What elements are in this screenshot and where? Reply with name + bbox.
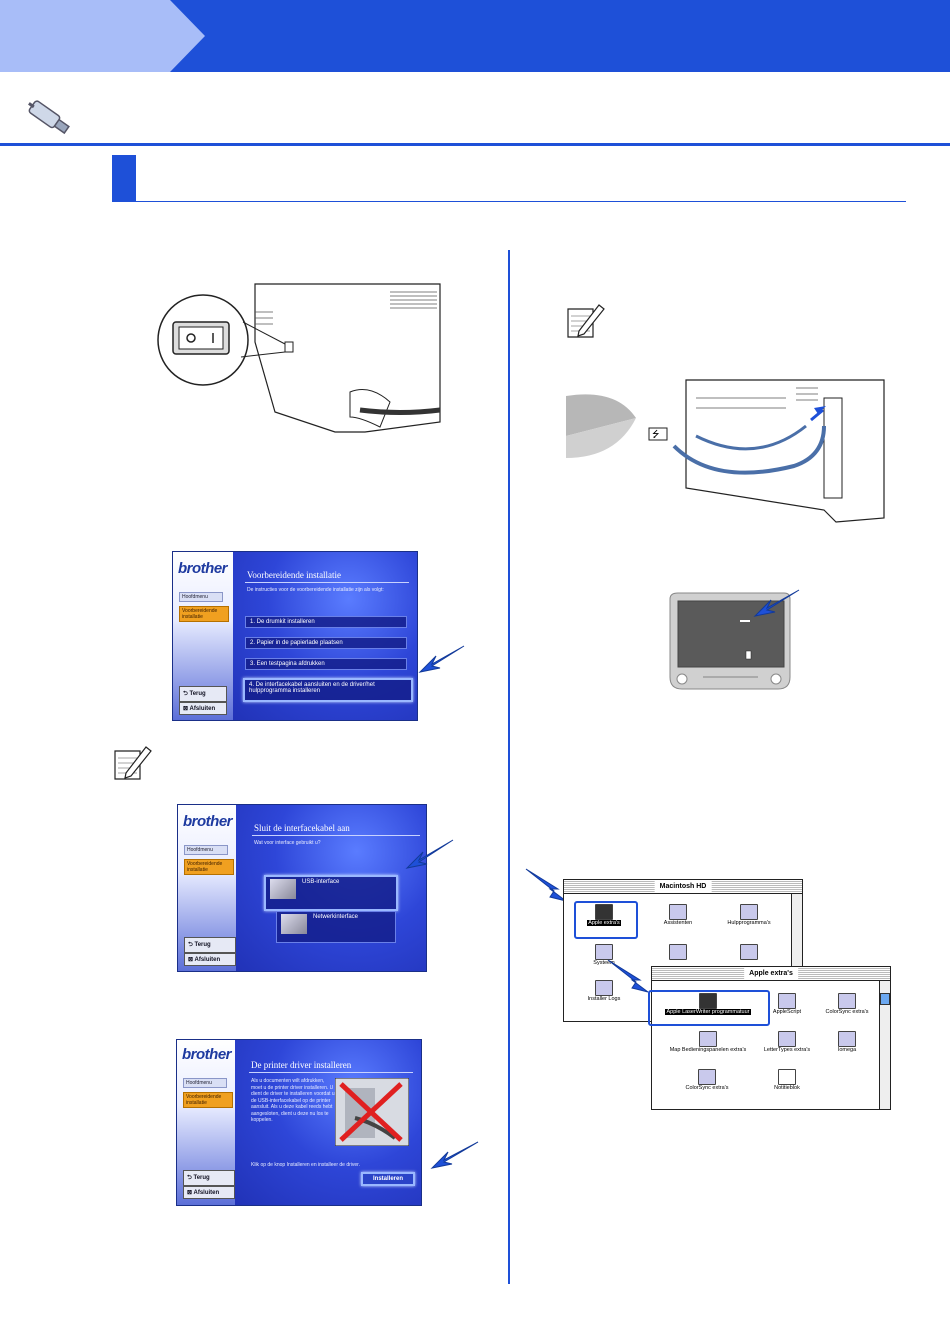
installer-subtitle: Wat voor interface gebruikt u? xyxy=(254,840,321,846)
file-notitieblok[interactable]: Notitieblok xyxy=(752,1069,822,1091)
option-usb[interactable]: USB-interface xyxy=(264,875,398,911)
brother-logo: brother xyxy=(183,813,233,830)
option-paper[interactable]: 2. Papier in de papierlade plaatsen xyxy=(245,637,407,649)
svg-text:⭍: ⭍ xyxy=(652,429,660,440)
folder-icon xyxy=(698,1069,716,1085)
close-button[interactable]: ⊠ Afsluiten xyxy=(184,953,236,966)
folder-icon xyxy=(778,1031,796,1047)
highlight-laserwriter xyxy=(648,990,770,1026)
install-button[interactable]: Installeren xyxy=(361,1172,415,1186)
pointer-arrow-icon xyxy=(607,959,649,993)
installer-title: De printer driver installeren xyxy=(251,1060,352,1070)
folder-programs[interactable] xyxy=(714,944,784,960)
apple-extras-window[interactable]: Apple extra's Apple LaserWriter programm… xyxy=(651,966,891,1110)
usb-cable-icon xyxy=(28,100,70,135)
scrollbar[interactable] xyxy=(791,894,802,1021)
folder-hulpprogrammas[interactable]: Hulpprogramma's xyxy=(714,904,784,926)
back-button[interactable]: ⮌ Terug xyxy=(183,1170,235,1186)
folder-icon xyxy=(838,1031,856,1047)
scrollbar[interactable] xyxy=(879,981,890,1109)
window-titlebar[interactable]: Apple extra's xyxy=(652,967,890,981)
folder-iomega[interactable]: Iomega xyxy=(812,1031,882,1053)
folder-icon xyxy=(838,993,856,1009)
back-button[interactable]: ⮌ Terug xyxy=(179,686,227,702)
option-drum[interactable]: 1. De drumkit installeren xyxy=(245,616,407,628)
menu-current[interactable]: Voorbereidende installatie xyxy=(184,859,234,875)
network-connector-icon xyxy=(281,914,307,934)
note-pencil-icon xyxy=(114,746,152,780)
folder-colorsync-2[interactable]: ColorSync extra's xyxy=(672,1069,742,1091)
folder-icon xyxy=(669,944,687,960)
installer-screen-interface: brother Hoofdmenu Voorbereidende install… xyxy=(177,804,427,972)
installer-footer: Klik op de knop Installeren en installee… xyxy=(251,1162,360,1168)
folder-icon xyxy=(778,993,796,1009)
option-testpage[interactable]: 3. Een testpagina afdrukken xyxy=(245,658,407,670)
pointer-arrow-icon xyxy=(418,645,465,673)
folder-icon xyxy=(740,944,758,960)
menu-main[interactable]: Hoofdmenu xyxy=(183,1078,227,1088)
folder-icon xyxy=(699,1031,717,1047)
title-rule xyxy=(252,835,420,836)
installer-title: Sluit de interfacekabel aan xyxy=(254,823,350,833)
menu-current[interactable]: Voorbereidende installatie xyxy=(179,606,229,622)
menu-current[interactable]: Voorbereidende installatie xyxy=(183,1092,233,1108)
folder-bedieningspanelen[interactable]: Map Bedieningspanelen extra's xyxy=(654,1031,762,1053)
window-title: Macintosh HD xyxy=(654,880,712,893)
folder-icon xyxy=(595,904,613,920)
option-interface[interactable]: 4. De interfacekabel aansluiten en de dr… xyxy=(243,678,413,702)
section-underline xyxy=(136,201,906,202)
pointer-arrow-icon xyxy=(753,589,800,617)
header-rule xyxy=(0,143,950,146)
installer-title: Voorbereidende installatie xyxy=(247,570,342,580)
installer-screen-preparation: brother Hoofdmenu Voorbereidende install… xyxy=(172,551,418,721)
folder-icon xyxy=(669,904,687,920)
usb-connector-icon xyxy=(270,879,296,899)
folder-icon xyxy=(595,944,613,960)
menu-main[interactable]: Hoofdmenu xyxy=(179,592,223,602)
file-icon xyxy=(778,1069,796,1085)
section-marker xyxy=(112,155,136,202)
folder-applescript[interactable]: AppleScript xyxy=(752,993,822,1015)
installer-screen-driver: brother Hoofdmenu Voorbereidende install… xyxy=(176,1039,422,1206)
folder-installer-logs[interactable]: Installer Logs xyxy=(569,980,639,1002)
title-rule xyxy=(245,582,409,583)
title-rule xyxy=(249,1072,413,1073)
note-pencil-icon xyxy=(567,304,605,338)
window-titlebar[interactable]: Macintosh HD xyxy=(564,880,802,894)
brother-logo: brother xyxy=(182,1046,232,1063)
folder-icon xyxy=(595,980,613,996)
installer-subtitle: De instructies voor de voorbereidende in… xyxy=(247,587,384,593)
unplug-cable-warning-image xyxy=(335,1078,409,1146)
imac-desktop-illustration xyxy=(669,592,791,690)
folder-systeem[interactable]: Systeem xyxy=(569,944,639,966)
step-tab xyxy=(0,0,205,72)
scrollbar-thumb[interactable] xyxy=(880,993,890,1005)
pointer-arrow-icon xyxy=(405,839,454,869)
usb-cable-printer-illustration: ⭍ xyxy=(566,379,885,523)
folder-internet[interactable] xyxy=(643,944,713,960)
folder-lettertypes[interactable]: LetterTypes extra's xyxy=(752,1031,822,1053)
window-title: Apple extra's xyxy=(744,967,798,980)
folder-colorsync[interactable]: ColorSync extra's xyxy=(812,993,882,1015)
highlight-apple-extras xyxy=(574,901,638,939)
folder-laserwriter[interactable]: Apple LaserWriter programmatuur xyxy=(654,993,762,1015)
option-network[interactable]: Netwerkinterface xyxy=(276,911,396,943)
close-button[interactable]: ⊠ Afsluiten xyxy=(179,702,227,715)
pointer-arrow-icon xyxy=(525,868,567,902)
printer-power-switch-illustration xyxy=(157,283,441,433)
installer-body: Als u documenten wilt afdrukken, moet u … xyxy=(251,1078,335,1123)
folder-assistenten[interactable]: Assistenten xyxy=(643,904,713,926)
folder-apple-extras[interactable]: Apple extra's xyxy=(569,904,639,926)
folder-icon xyxy=(740,904,758,920)
brother-logo: brother xyxy=(178,560,228,577)
pointer-arrow-icon xyxy=(430,1141,479,1169)
column-separator xyxy=(508,250,510,1284)
close-button[interactable]: ⊠ Afsluiten xyxy=(183,1186,235,1199)
menu-main[interactable]: Hoofdmenu xyxy=(184,845,228,855)
back-button[interactable]: ⮌ Terug xyxy=(184,937,236,953)
folder-icon xyxy=(699,993,717,1009)
